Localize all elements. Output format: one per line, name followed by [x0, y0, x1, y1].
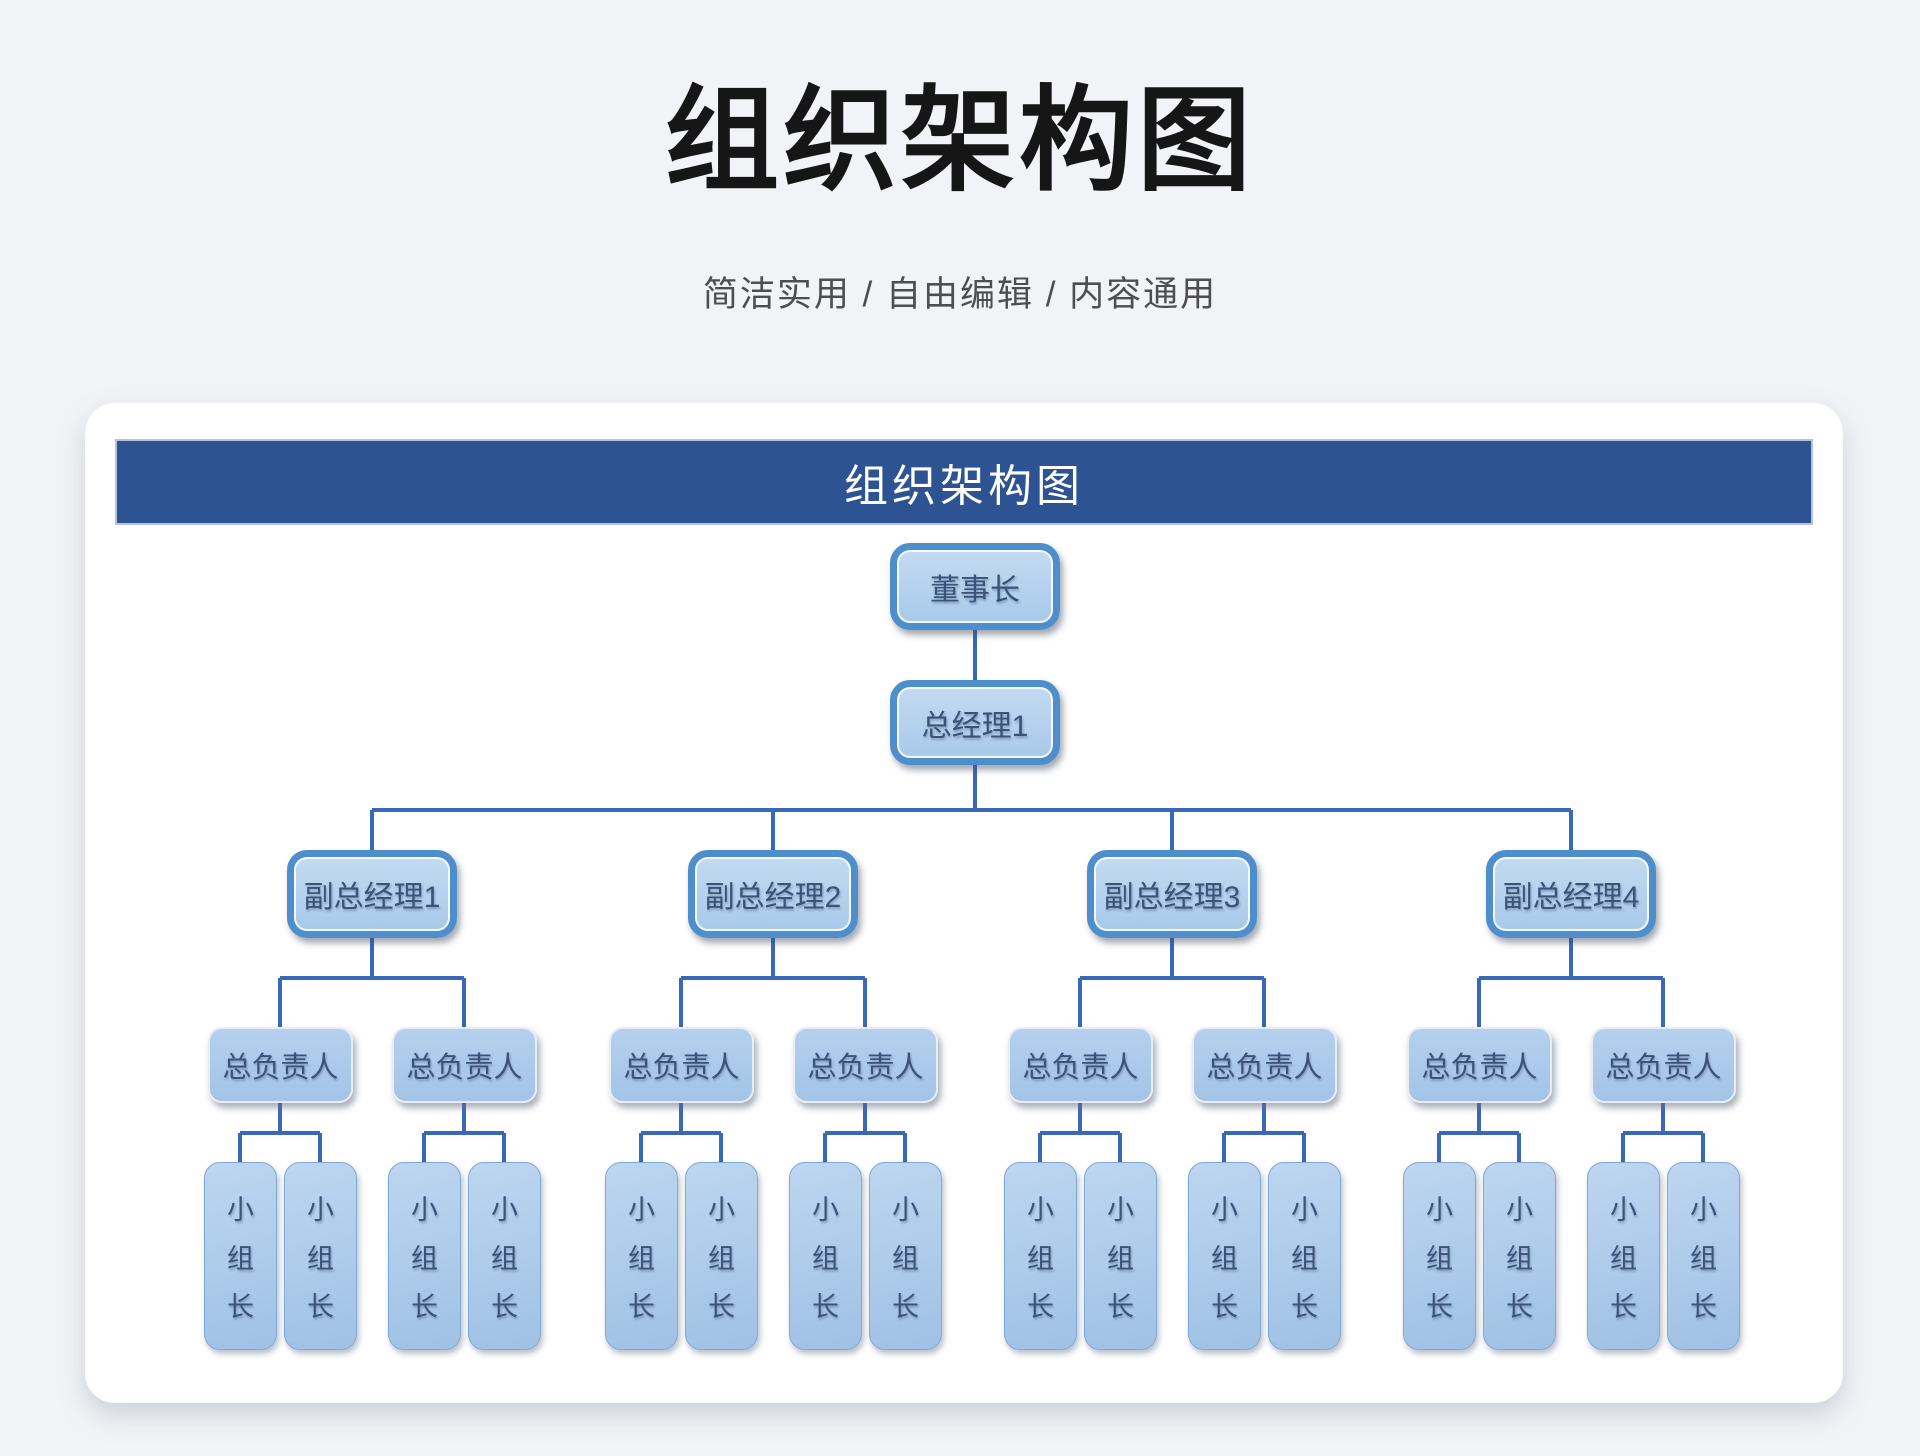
node-chairman: 董事长: [890, 543, 1060, 630]
node-team-leader-1: 小组长: [204, 1162, 277, 1350]
node-team-leader-16: 小组长: [1667, 1162, 1740, 1350]
node-lead-5: 总负责人: [1008, 1027, 1153, 1103]
node-deputy-manager-1: 副总经理1: [287, 850, 457, 938]
page-subtitle: 简洁实用 / 自由编辑 / 内容通用: [702, 275, 1218, 314]
node-lead-1: 总负责人: [208, 1027, 353, 1103]
node-team-leader-11: 小组长: [1188, 1162, 1261, 1350]
node-team-leader-15: 小组长: [1587, 1162, 1660, 1350]
node-lead-6: 总负责人: [1192, 1027, 1337, 1103]
node-team-leader-10: 小组长: [1084, 1162, 1157, 1350]
node-team-leader-13: 小组长: [1403, 1162, 1476, 1350]
node-team-leader-4: 小组长: [468, 1162, 541, 1350]
node-team-leader-9: 小组长: [1004, 1162, 1077, 1350]
node-deputy-manager-4: 副总经理4: [1486, 850, 1656, 938]
node-team-leader-2: 小组长: [284, 1162, 357, 1350]
node-lead-2: 总负责人: [392, 1027, 537, 1103]
node-team-leader-8: 小组长: [869, 1162, 942, 1350]
node-lead-4: 总负责人: [793, 1027, 938, 1103]
page-title: 组织架构图: [664, 78, 1255, 205]
node-deputy-manager-2: 副总经理2: [688, 850, 858, 938]
node-general-manager: 总经理1: [890, 680, 1060, 765]
node-deputy-manager-3: 副总经理3: [1087, 850, 1257, 938]
node-team-leader-5: 小组长: [605, 1162, 678, 1350]
card-header-bar: 组织架构图: [115, 439, 1813, 525]
node-team-leader-14: 小组长: [1483, 1162, 1556, 1350]
node-team-leader-3: 小组长: [388, 1162, 461, 1350]
node-lead-3: 总负责人: [609, 1027, 754, 1103]
node-team-leader-6: 小组长: [685, 1162, 758, 1350]
node-lead-7: 总负责人: [1407, 1027, 1552, 1103]
card-header-title: 组织架构图: [844, 462, 1084, 511]
org-chart-card: 组织架构图 董事长 总经理1 副总经理1 副总经理2 副总经理3 副总经理4 总…: [85, 403, 1843, 1403]
node-team-leader-7: 小组长: [789, 1162, 862, 1350]
node-lead-8: 总负责人: [1591, 1027, 1736, 1103]
node-team-leader-12: 小组长: [1268, 1162, 1341, 1350]
